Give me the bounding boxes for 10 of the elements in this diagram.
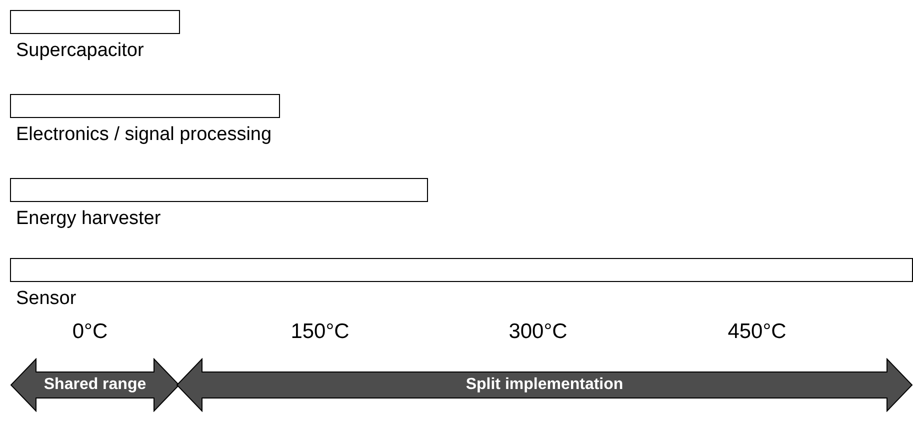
bar-label: Energy harvester xyxy=(16,208,161,230)
temperature-label: 0°C xyxy=(72,320,108,344)
bar-label: Sensor xyxy=(16,288,76,310)
bar-label: Electronics / signal processing xyxy=(16,124,272,146)
temperature-label: 150°C xyxy=(290,320,350,344)
arrow-label: Shared range xyxy=(44,376,146,394)
bar-label: Supercapacitor xyxy=(16,40,144,62)
arrow-label: Split implementation xyxy=(466,376,624,394)
temperature-label: 300°C xyxy=(508,320,568,344)
temperature-label: 450°C xyxy=(728,320,786,344)
